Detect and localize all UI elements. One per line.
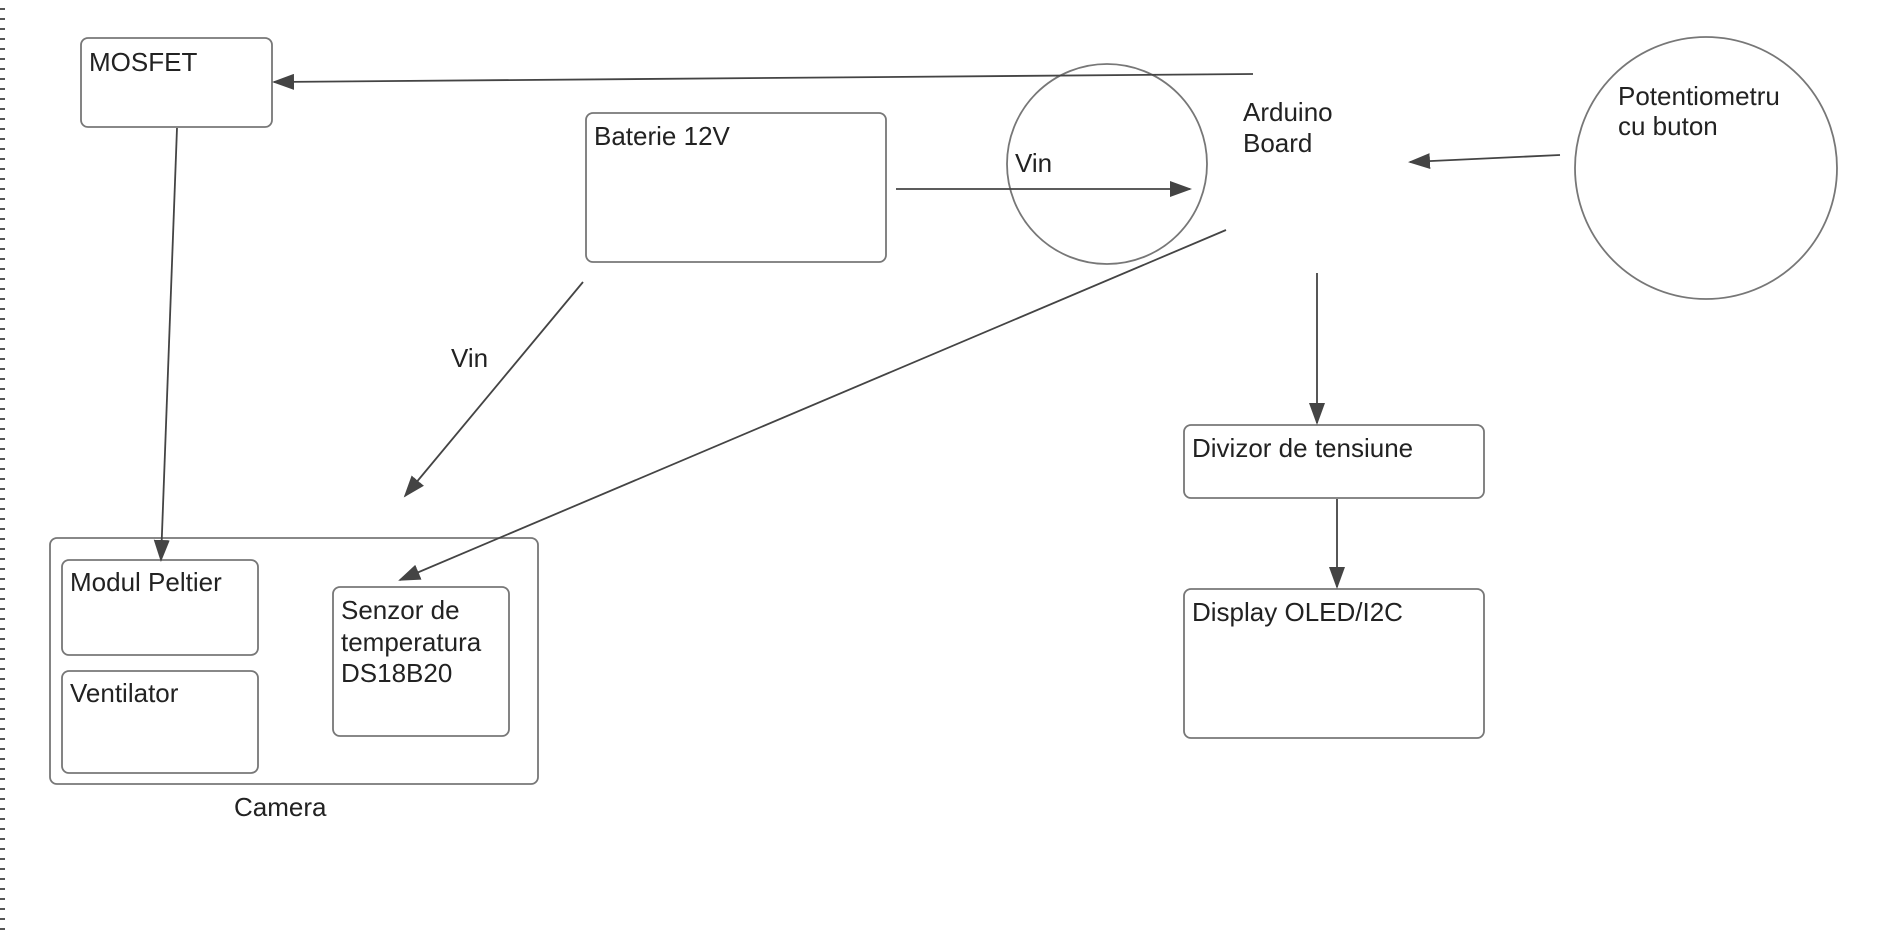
arduino-label-line1: Arduino [1243,97,1333,127]
modul-peltier-label: Modul Peltier [70,567,222,597]
senzor-label-line1: Senzor de [341,595,460,625]
edge-baterie-to-camera[interactable] [403,281,584,498]
camera-label: Camera [234,792,327,822]
senzor-box[interactable] [332,586,510,737]
edge-mosfet-to-peltier[interactable] [153,127,178,562]
divizor-label: Divizor de tensiune [1192,433,1414,463]
display-box[interactable] [1183,588,1485,739]
arduino-board-circle[interactable] [1006,63,1208,265]
display-label: Display OLED/I2C [1192,597,1403,627]
potentiometru-circle[interactable] [1574,36,1838,300]
ventilator-label: Ventilator [70,678,179,708]
ventilator-box[interactable] [61,670,259,774]
edge-label-vin-camera: Vin [451,343,489,373]
mosfet-box[interactable] [80,37,273,128]
potentiometru-label-line2: cu buton [1618,111,1718,141]
edge-label-vin-arduino: Vin [1015,148,1053,178]
vertical-ruler [0,0,5,935]
potentiometru-label-line1: Potentiometru [1618,81,1780,111]
baterie-box[interactable] [585,112,887,263]
senzor-label-line2: temperatura [341,627,482,657]
edge-arduino-to-senzor[interactable] [398,229,1227,581]
baterie-label: Baterie 12V [594,121,730,151]
divizor-box[interactable] [1183,424,1485,499]
edge-arduino-to-mosfet[interactable] [272,73,1254,90]
arduino-label-line2: Board [1243,128,1313,158]
mosfet-label: MOSFET [89,47,198,77]
camera-container[interactable] [49,537,539,785]
edge-potentiometru-to-arduino[interactable] [1408,153,1561,170]
senzor-label-line3: DS18B20 [341,658,453,688]
